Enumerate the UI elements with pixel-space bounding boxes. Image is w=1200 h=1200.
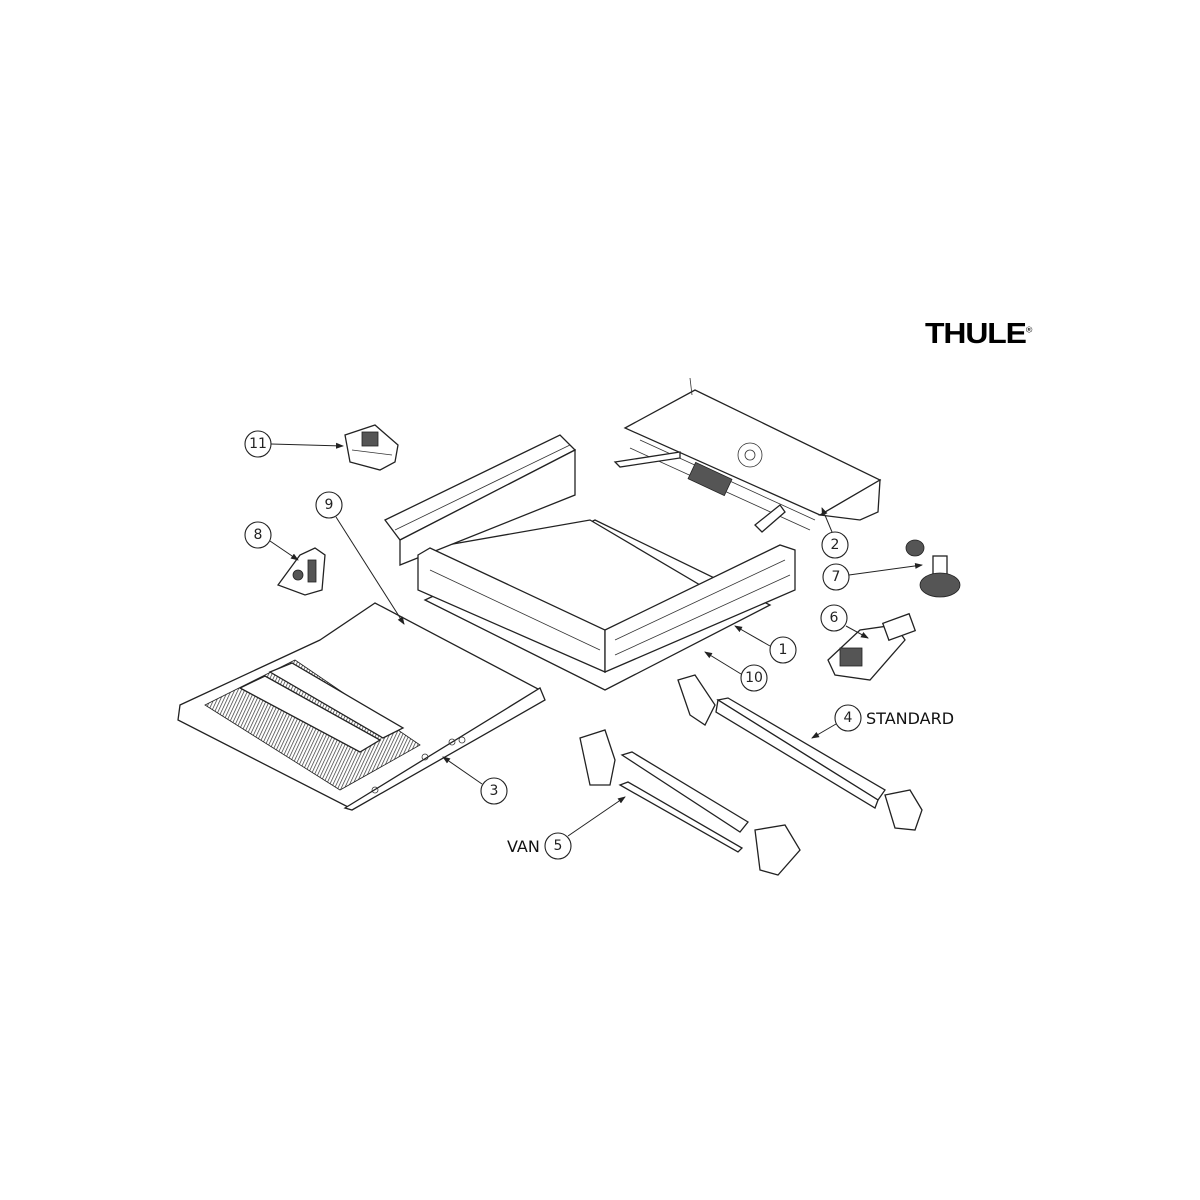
svg-text:9: 9 — [325, 497, 334, 513]
svg-text:7: 7 — [832, 569, 841, 585]
svg-text:1: 1 — [779, 642, 788, 658]
callout-8: 8 — [244, 521, 272, 549]
thule-logo: THULE® — [925, 318, 1032, 350]
part-2-mounting-plate — [613, 377, 882, 533]
svg-text:10: 10 — [745, 670, 763, 686]
part-5-van-rails — [579, 729, 801, 876]
svg-text:2: 2 — [831, 537, 840, 553]
callout-3: 3 — [480, 777, 508, 805]
callout-4: 4 — [834, 704, 862, 732]
svg-text:5: 5 — [554, 838, 563, 854]
svg-text:6: 6 — [830, 610, 839, 626]
part-3-step — [177, 602, 546, 811]
part-1-housing — [384, 434, 796, 673]
svg-text:4: 4 — [844, 710, 853, 726]
svg-text:11: 11 — [249, 436, 267, 452]
callout-11: 11 — [244, 430, 272, 458]
part-7-gear — [905, 539, 961, 598]
callout-1: 1 — [769, 636, 797, 664]
leader-lines — [269, 442, 923, 837]
callout-2: 2 — [821, 531, 849, 559]
part-4-standard-rails — [677, 674, 923, 831]
part-6-motor — [827, 612, 917, 681]
part-8-bracket — [276, 547, 326, 596]
callout-6: 6 — [820, 604, 848, 632]
part-11-bracket — [344, 424, 399, 471]
callout-7: 7 — [822, 563, 850, 591]
callout-9: 9 — [315, 491, 343, 519]
callout-5: 5 — [544, 832, 572, 860]
callout-10: 10 — [740, 664, 768, 692]
svg-text:8: 8 — [254, 527, 263, 543]
variant-label-standard: STANDARD — [866, 709, 954, 728]
svg-text:3: 3 — [490, 783, 499, 799]
variant-label-van: VAN — [507, 837, 540, 856]
